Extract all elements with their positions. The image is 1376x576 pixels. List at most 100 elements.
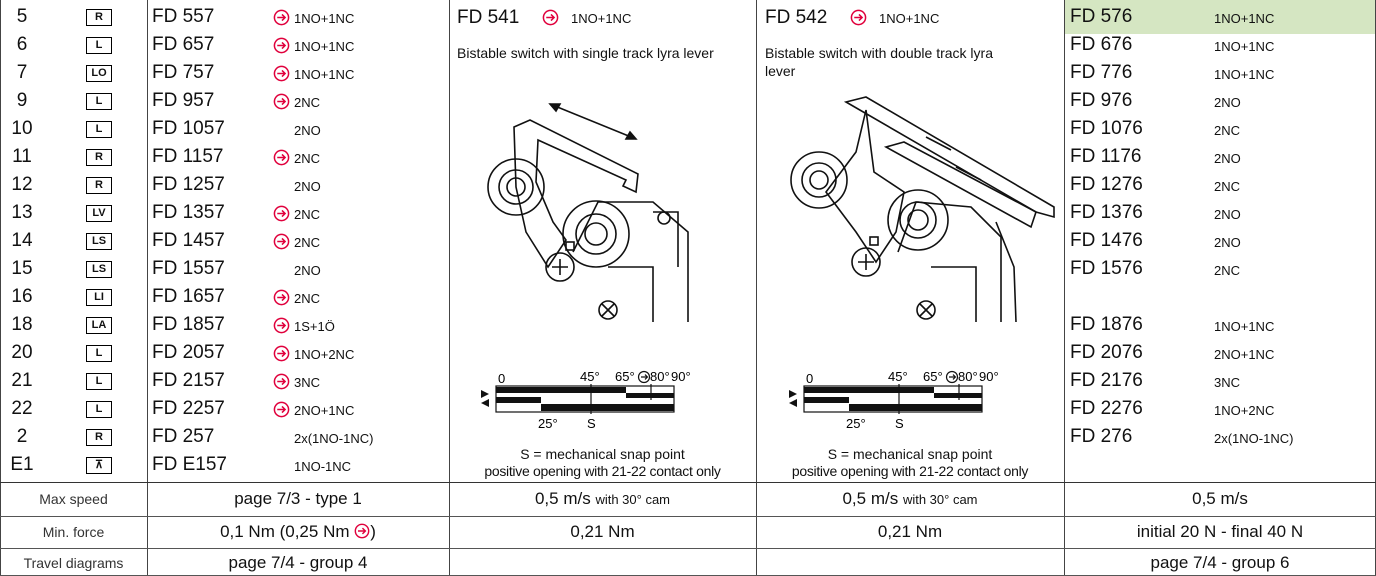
contact-type: 2NO <box>1214 235 1241 250</box>
double-track-lever-drawing <box>790 96 1055 323</box>
lever-type-badge: L <box>86 121 112 138</box>
row-number: 12 <box>11 174 33 195</box>
min-force-c3: 0,21 Nm <box>877 522 943 541</box>
lever-type-badge: L <box>86 401 112 418</box>
contact-type: 2NO+1NC <box>1214 347 1275 362</box>
contact-type: 2NC <box>294 291 321 306</box>
diag-label-25: 25° <box>538 416 558 431</box>
diag-label-90: 90° <box>671 370 691 384</box>
article-code: FD 1176 <box>1070 146 1142 167</box>
max-speed-label: Max speed <box>39 491 108 507</box>
contact-type: 3NC <box>1214 375 1241 390</box>
row-number: 18 <box>11 314 33 335</box>
diag-label-80: 80° <box>958 370 978 384</box>
row-number: 9 <box>16 90 28 111</box>
lever-type-badge: LS <box>86 261 112 278</box>
diag-label-45: 45° <box>580 370 600 384</box>
row-number: E1 <box>10 454 34 475</box>
lever-type-badge: LI <box>86 289 112 306</box>
positive-opening-icon <box>273 93 290 110</box>
lever-type-badge: R <box>86 177 112 194</box>
article-code: FD 576 <box>1070 6 1133 27</box>
contact-type: 1NO+1NC <box>294 11 355 26</box>
diag-label-s: S <box>587 416 596 431</box>
contact-type: 2NO <box>1214 151 1241 166</box>
diag-label-s: S <box>895 416 904 431</box>
positive-opening-icon <box>273 345 290 362</box>
positive-opening-icon <box>273 205 290 222</box>
lever-type-badge: LS <box>86 233 112 250</box>
positive-opening-icon <box>273 401 290 418</box>
row-number: 15 <box>11 258 33 279</box>
diag-label-65: 65° <box>923 370 943 384</box>
contact-type: 2NC <box>1214 263 1241 278</box>
article-code: FD 1357 <box>152 202 225 223</box>
diag-label-90: 90° <box>979 370 999 384</box>
travel-diagrams-label: Travel diagrams <box>23 555 124 571</box>
row-number: 16 <box>11 286 33 307</box>
positive-opening-icon <box>273 149 290 166</box>
contact-type: 2NC <box>294 207 321 222</box>
contact-type: 2x(1NO-1NC) <box>294 431 374 446</box>
travel-c4: page 7/4 - group 6 <box>1150 553 1290 572</box>
lever-type-badge: LO <box>86 65 112 82</box>
lever-type-badge: LV <box>86 205 112 222</box>
contact-type: 1NO-1NC <box>294 459 352 474</box>
contact-type: 1S+1Ö <box>294 319 335 334</box>
article-code: FD 776 <box>1070 62 1133 83</box>
article-code: FD 557 <box>152 6 215 27</box>
min-force-c1: 0,1 Nm (0,25 Nm ) <box>220 522 376 541</box>
contact-type: 1NO+1NC <box>1214 319 1275 334</box>
contact-type: 1NO+1NC <box>1214 11 1275 26</box>
fd541-opening-note: positive opening with 21-22 contact only <box>484 463 721 479</box>
travel-c1: page 7/4 - group 4 <box>228 553 368 572</box>
positive-opening-icon <box>273 9 290 26</box>
article-code: FD 976 <box>1070 90 1133 111</box>
min-force-c4: initial 20 N - final 40 N <box>1136 522 1304 541</box>
article-code: FD E157 <box>152 454 227 475</box>
positive-opening-icon <box>273 289 290 306</box>
article-code: FD 1376 <box>1070 202 1143 223</box>
row-number: 14 <box>11 230 33 251</box>
lever-type-badge: R <box>86 9 112 26</box>
contact-type: 2NO <box>294 123 321 138</box>
contact-type: 1NO+2NC <box>294 347 355 362</box>
contact-type: 2NO+1NC <box>294 403 355 418</box>
contact-type: 2x(1NO-1NC) <box>1214 431 1294 446</box>
min-force-c2: 0,21 Nm <box>570 522 635 541</box>
article-code: FD 1076 <box>1070 118 1143 139</box>
article-code: FD 2176 <box>1070 370 1143 391</box>
article-code: FD 1857 <box>152 314 225 335</box>
row-number: 10 <box>11 118 33 139</box>
article-code: FD 276 <box>1070 426 1133 447</box>
fd542-contact: 1NO+1NC <box>879 11 940 26</box>
positive-opening-icon <box>273 317 290 334</box>
max-speed-c2: 0,5 m/s with 30° cam <box>534 489 671 508</box>
contact-type: 2NO <box>294 263 321 278</box>
positive-opening-icon <box>273 233 290 250</box>
fd541-snap-note: S = mechanical snap point <box>520 446 685 462</box>
article-code: FD 1057 <box>152 118 225 139</box>
lever-type-badge: L <box>86 345 112 362</box>
contact-type: 2NC <box>1214 179 1241 194</box>
lever-type-badge: LA <box>86 317 112 334</box>
lever-type-badge: L <box>86 93 112 110</box>
row-number: 6 <box>16 34 28 55</box>
row-number: 2 <box>16 426 28 447</box>
article-code: FD 1876 <box>1070 314 1143 335</box>
positive-opening-icon <box>354 523 370 539</box>
diag-label-0: 0 <box>498 371 505 386</box>
article-code: FD 676 <box>1070 34 1133 55</box>
max-speed-c3: 0,5 m/s with 30° cam <box>842 489 978 508</box>
positive-opening-icon <box>542 9 559 26</box>
article-code: FD 1476 <box>1070 230 1143 251</box>
row-number: 22 <box>11 398 33 419</box>
contact-type: 1NO+2NC <box>1214 403 1275 418</box>
contact-type: 1NO+1NC <box>294 39 355 54</box>
positive-opening-icon <box>273 65 290 82</box>
article-code: FD 2276 <box>1070 398 1143 419</box>
max-speed-c4: 0,5 m/s <box>1192 489 1248 508</box>
